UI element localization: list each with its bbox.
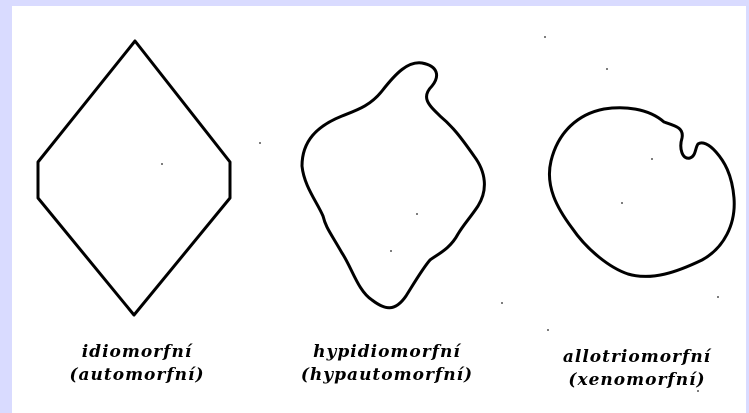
speck-dot [651, 158, 653, 160]
hypidiomorphic-crystal-shape [302, 63, 484, 308]
caption-line: allotriomorfní [537, 346, 737, 369]
speck-dot [547, 329, 549, 331]
allotriomorphic-crystal-shape [549, 108, 734, 277]
speck-dot [390, 250, 392, 252]
idiomorphic-caption: idiomorfní (automorfní) [42, 341, 232, 387]
caption-line: idiomorfní [42, 341, 232, 364]
speck-dot [544, 36, 546, 38]
idiomorphic-crystal-shape [38, 41, 230, 315]
speck-dot [606, 68, 608, 70]
speck-dot [416, 213, 418, 215]
caption-line: (automorfní) [42, 364, 232, 387]
figure-canvas: idiomorfní (automorfní) hypidiomorfní (h… [12, 6, 746, 413]
caption-line: (xenomorfní) [537, 369, 737, 392]
speck-dot [259, 142, 261, 144]
caption-line: (hypautomorfní) [282, 364, 492, 387]
speck-dot [501, 302, 503, 304]
speck-dot [621, 202, 623, 204]
caption-line: hypidiomorfní [282, 341, 492, 364]
hypidiomorphic-caption: hypidiomorfní (hypautomorfní) [282, 341, 492, 387]
speck-dot [161, 163, 163, 165]
speck-dot [717, 296, 719, 298]
allotriomorphic-caption: allotriomorfní (xenomorfní) [537, 346, 737, 392]
